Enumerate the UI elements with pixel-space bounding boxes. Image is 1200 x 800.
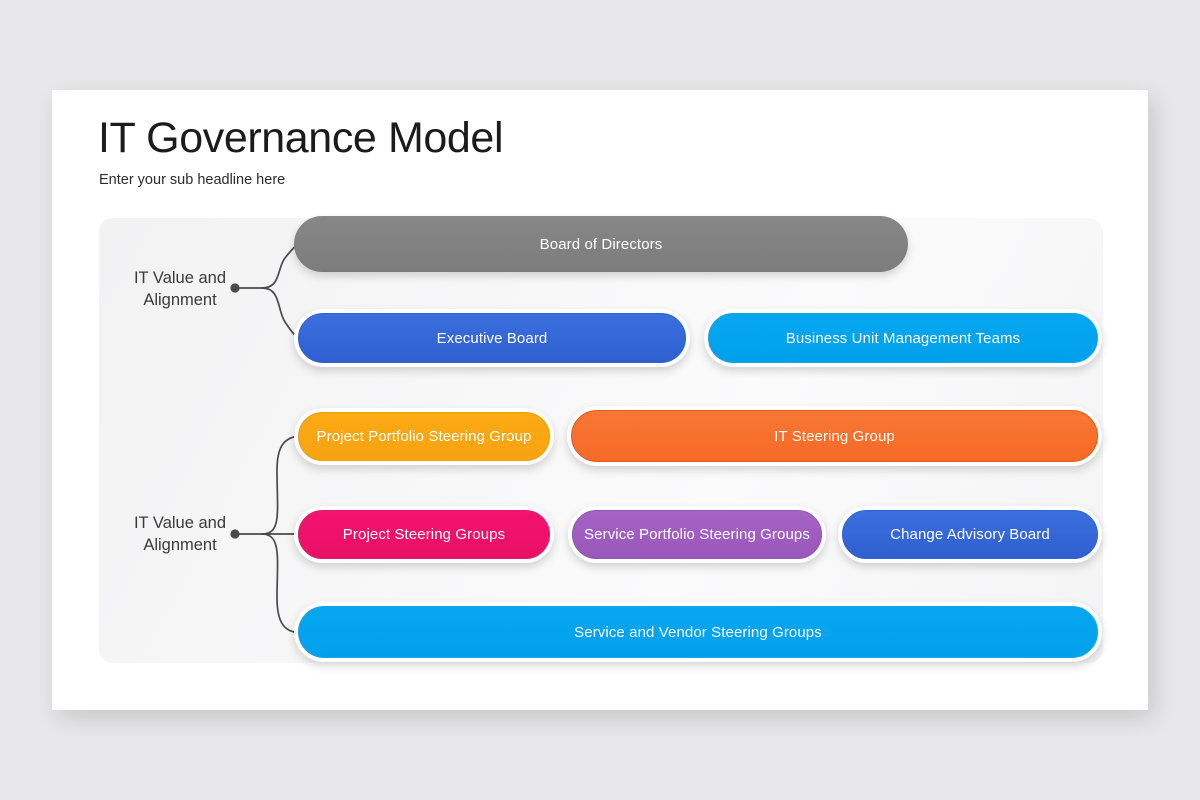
node-business-unit-management-teams[interactable]: Business Unit Management Teams [704,309,1102,367]
node-board-of-directors-body: Board of Directors [294,216,908,272]
page-subtitle: Enter your sub headline here [99,172,286,188]
node-project-steering-groups[interactable]: Project Steering Groups [294,506,554,563]
node-project-portfolio-steering-group-body: Project Portfolio Steering Group [298,412,550,461]
node-service-portfolio-steering-groups-label: Service Portfolio Steering Groups [584,526,810,543]
node-board-of-directors[interactable]: Board of Directors [294,216,908,272]
node-business-unit-management-teams-body: Business Unit Management Teams [708,313,1098,363]
node-project-steering-groups-body: Project Steering Groups [298,510,550,559]
node-it-steering-group[interactable]: IT Steering Group [567,406,1102,466]
node-business-unit-management-teams-label: Business Unit Management Teams [785,329,1021,347]
node-it-steering-group-label: IT Steering Group [774,427,895,445]
node-executive-board-body: Executive Board [298,313,686,363]
node-change-advisory-board-label: Change Advisory Board [890,526,1050,543]
node-project-steering-groups-label: Project Steering Groups [342,526,506,543]
node-change-advisory-board-body: Change Advisory Board [842,510,1098,559]
node-board-of-directors-label: Board of Directors [539,235,663,253]
node-service-and-vendor-steering-groups-label: Service and Vendor Steering Groups [574,623,822,641]
node-project-portfolio-steering-group-label: Project Portfolio Steering Group [316,428,532,445]
node-it-steering-group-body: IT Steering Group [571,410,1098,462]
node-project-portfolio-steering-group[interactable]: Project Portfolio Steering Group [294,408,554,465]
node-executive-board-label: Executive Board [436,329,548,347]
node-service-portfolio-steering-groups-body: Service Portfolio Steering Groups [572,510,822,559]
page-title: IT Governance Model [98,114,504,162]
node-service-portfolio-steering-groups[interactable]: Service Portfolio Steering Groups [568,506,826,563]
node-executive-board[interactable]: Executive Board [294,309,690,367]
node-service-and-vendor-steering-groups-body: Service and Vendor Steering Groups [298,606,1098,658]
node-service-and-vendor-steering-groups[interactable]: Service and Vendor Steering Groups [294,602,1102,662]
node-change-advisory-board[interactable]: Change Advisory Board [838,506,1102,563]
